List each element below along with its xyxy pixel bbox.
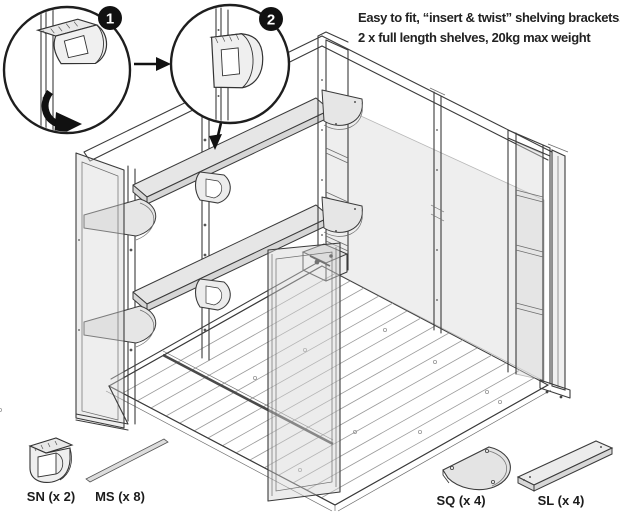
callout-1-number: 1	[106, 11, 114, 28]
callout-2-number: 2	[267, 12, 275, 29]
sn-bracket-icon	[28, 437, 74, 483]
right-door-frame	[507, 129, 571, 399]
sl-shelf-icon	[516, 440, 614, 492]
floor-screws	[0, 327, 502, 472]
annotation-line-1: Easy to fit, “insert & twist” shelving b…	[358, 10, 620, 25]
shelf-bracket-lower	[194, 278, 231, 311]
corner-shelf-left-lower	[83, 305, 157, 348]
left-wall-panel	[75, 152, 129, 431]
callout-2-badge	[259, 7, 283, 31]
callout-1: 1	[2, 5, 132, 135]
floor-planks	[122, 272, 535, 499]
part-sq-label: SQ (x 4)	[436, 493, 485, 508]
right-corner-post	[551, 149, 566, 391]
back-corner-post	[301, 31, 349, 282]
part-sq: SQ (x 4)	[436, 446, 511, 508]
sq-shelf-icon	[442, 446, 511, 491]
part-sn: SN (x 2)	[27, 437, 75, 504]
shelf-bracket-upper	[194, 171, 231, 204]
corner-shelf-back-lower	[321, 196, 363, 237]
part-ms-label: MS (x 8)	[95, 489, 145, 504]
part-sn-label: SN (x 2)	[27, 489, 75, 504]
bracket-locked	[209, 33, 264, 89]
part-sl-label: SL (x 4)	[538, 493, 585, 508]
part-sl: SL (x 4)	[516, 440, 614, 508]
ms-rod-icon	[85, 438, 169, 483]
callout-2: 2	[169, 3, 291, 125]
back-right-mid-post	[429, 87, 446, 334]
corner-shelf-left-upper	[83, 198, 157, 241]
floor-joining-strip	[162, 353, 334, 446]
annotation-line-2: 2 x full length shelves, 20kg max weight	[358, 30, 591, 45]
part-ms: MS (x 8)	[85, 438, 169, 504]
door-panel	[267, 242, 341, 502]
corner-shelf-back-upper	[321, 89, 363, 130]
upper-long-shelf	[132, 97, 331, 205]
bracket-inserting	[35, 18, 108, 65]
callout-1-badge	[98, 6, 122, 30]
callout-connector-arrow	[134, 57, 171, 71]
